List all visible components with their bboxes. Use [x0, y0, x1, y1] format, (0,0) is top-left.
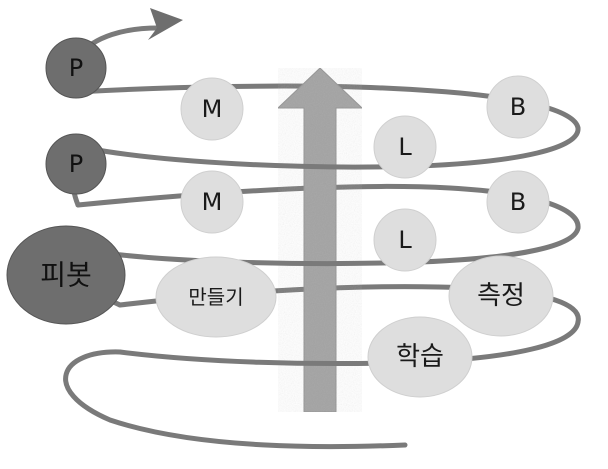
node-p-mid: P	[45, 133, 107, 195]
node-m-top: M	[180, 77, 244, 141]
node-p-mid-label: P	[69, 150, 83, 178]
node-learn: 학습	[367, 316, 473, 398]
node-b-mid: B	[486, 170, 550, 234]
node-learn-label: 학습	[396, 342, 444, 372]
node-m-top-label: M	[202, 95, 223, 123]
node-pivot: 피봇	[6, 225, 126, 325]
node-l-mid-label: L	[398, 226, 412, 254]
node-p-top-label: P	[69, 54, 83, 82]
node-b-mid-label: B	[510, 188, 526, 216]
node-m-mid: M	[180, 170, 244, 234]
node-l-top-label: L	[398, 133, 412, 161]
spiral-exit-arrowhead	[148, 8, 183, 40]
growth-arrow	[276, 67, 364, 413]
node-p-top: P	[45, 37, 107, 99]
node-b-top-label: B	[510, 93, 526, 121]
node-l-mid: L	[373, 208, 437, 272]
node-m-mid-label: M	[202, 188, 223, 216]
node-measure: 측정	[448, 255, 554, 337]
node-l-top: L	[373, 115, 437, 179]
node-b-top: B	[486, 75, 550, 139]
node-pivot-label: 피봇	[40, 259, 92, 292]
node-make: 만들기	[155, 256, 277, 338]
node-measure-label: 측정	[477, 281, 525, 311]
node-make-label: 만들기	[188, 285, 243, 309]
